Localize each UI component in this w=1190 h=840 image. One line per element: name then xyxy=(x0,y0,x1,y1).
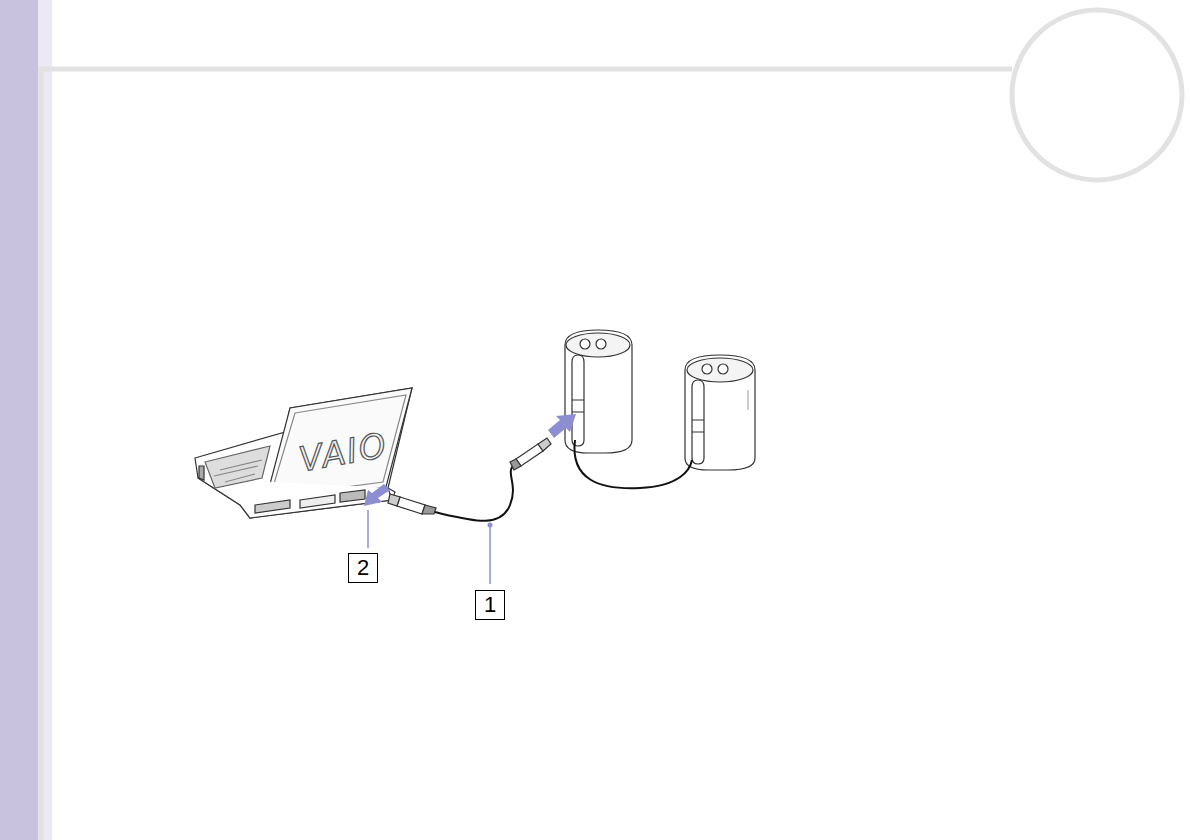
laptop xyxy=(195,388,412,518)
frame-line xyxy=(41,69,1012,840)
leader-line xyxy=(489,527,491,584)
callout-number: 2 xyxy=(348,553,378,583)
speaker xyxy=(685,355,755,470)
plug xyxy=(510,438,551,470)
speaker xyxy=(565,330,632,453)
audio-cable xyxy=(430,462,520,521)
page-circle xyxy=(1012,10,1182,180)
sidebar xyxy=(0,0,38,840)
leader-line xyxy=(367,510,369,548)
callout-number: 1 xyxy=(475,590,505,620)
insert-arrow xyxy=(364,484,390,506)
leader-dot xyxy=(488,523,493,528)
plug xyxy=(388,494,436,514)
speaker-cable xyxy=(574,440,692,488)
insert-arrow xyxy=(548,414,576,438)
